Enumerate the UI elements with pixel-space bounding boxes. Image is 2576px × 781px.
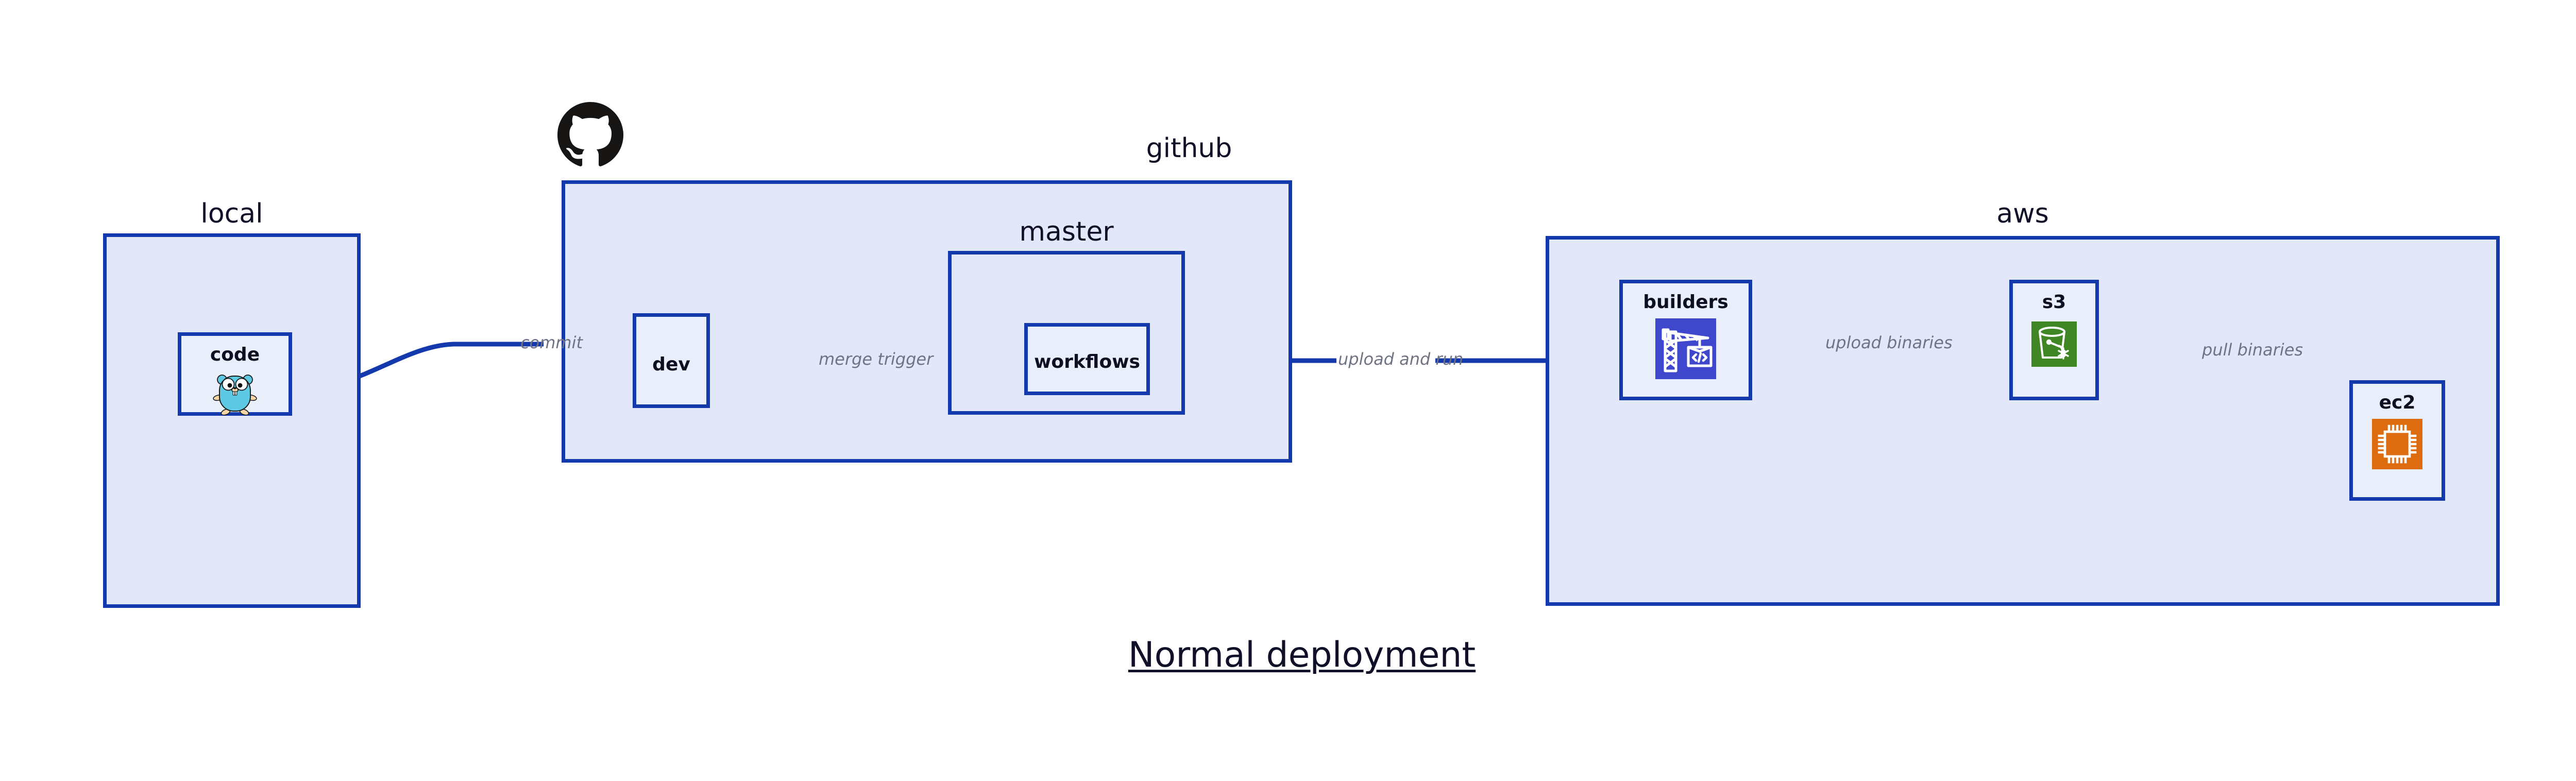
node-dev-label: dev xyxy=(652,354,690,375)
aws-ec2-chip-icon xyxy=(2372,419,2422,469)
node-builders[interactable]: builders xyxy=(1619,280,1752,400)
node-code[interactable]: code xyxy=(178,332,292,416)
group-local-label: local xyxy=(200,198,263,229)
node-builders-label: builders xyxy=(1643,292,1728,313)
node-s3[interactable]: s3 xyxy=(2009,280,2099,400)
group-github-label: github xyxy=(1146,133,1232,164)
node-s3-label: s3 xyxy=(2042,292,2066,313)
diagram-title: Normal deployment xyxy=(0,635,2576,675)
node-ec2-label: ec2 xyxy=(2379,392,2416,413)
edge-label-merge-trigger: merge trigger xyxy=(819,349,934,369)
node-ec2[interactable]: ec2 xyxy=(2349,380,2445,501)
group-aws-label: aws xyxy=(1996,198,2049,229)
edge-label-pull-binaries: pull binaries xyxy=(2202,340,2303,360)
github-octocat-logo xyxy=(557,102,623,168)
edge-label-upload-and-run: upload and run xyxy=(1338,349,1464,369)
go-gopher-icon xyxy=(211,371,259,415)
diagram-title-text: Normal deployment xyxy=(1128,635,1476,675)
node-workflows[interactable]: workflows xyxy=(1024,323,1150,395)
edge-label-upload-binaries: upload binaries xyxy=(1825,333,1953,352)
group-local[interactable] xyxy=(103,233,361,608)
node-code-label: code xyxy=(210,344,260,365)
group-master-label: master xyxy=(1019,216,1114,247)
edge-label-commit: commit xyxy=(520,333,583,352)
node-dev[interactable]: dev xyxy=(633,313,710,408)
aws-s3-bucket-icon xyxy=(2031,321,2077,367)
node-workflows-label: workflows xyxy=(1034,351,1140,372)
aws-codebuild-icon xyxy=(1655,318,1716,379)
